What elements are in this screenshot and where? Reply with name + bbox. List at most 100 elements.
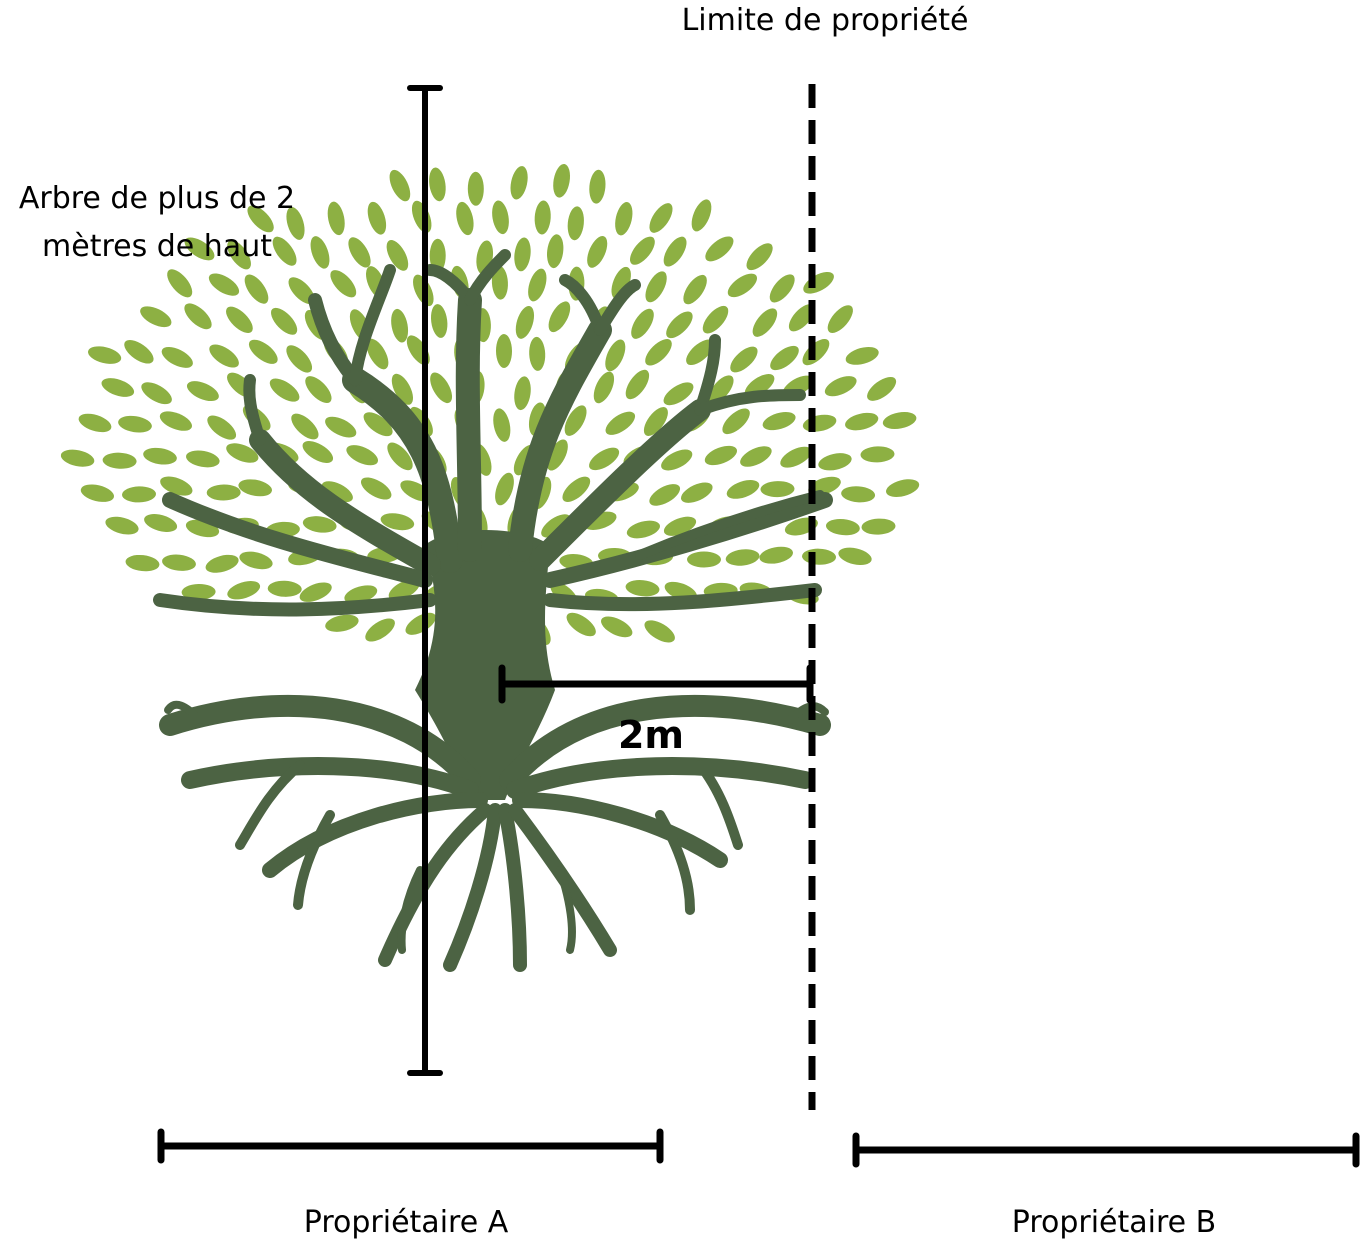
leaf-icon (160, 476, 193, 496)
leaf-icon (184, 237, 215, 261)
leaf-icon (144, 514, 178, 532)
leaf-icon (746, 243, 773, 271)
leaf-icon (299, 582, 332, 602)
leaf-icon (661, 449, 693, 471)
leaf-icon (391, 373, 414, 405)
leaf-icon (325, 614, 359, 632)
leaf-icon (546, 439, 568, 471)
leaf-icon (708, 375, 734, 404)
leaf-icon (780, 446, 812, 468)
leaf-icon (691, 199, 712, 232)
leaf-icon (514, 237, 531, 272)
leaf-icon (305, 376, 332, 404)
leaf-icon (705, 236, 734, 262)
leaf-icon (456, 201, 474, 236)
leaf-icon (740, 446, 772, 467)
leaf-icon (663, 236, 687, 267)
leaf-icon (140, 306, 172, 328)
leaf-icon (429, 238, 446, 273)
leaf-icon (860, 446, 895, 463)
leaf-icon (534, 200, 551, 235)
leaf-icon (824, 376, 857, 397)
leaf-icon (467, 171, 484, 206)
leaf-icon (752, 308, 778, 337)
leaf-icon (429, 167, 446, 202)
leaf-icon (802, 414, 837, 432)
leaf-icon (101, 378, 135, 397)
leaf-icon (825, 518, 860, 536)
tree-label-line1: Arbre de plus de 2 (19, 181, 295, 216)
leaf-icon (625, 580, 660, 597)
leaf-icon (587, 236, 608, 268)
leaf-icon (248, 339, 278, 364)
leaf-icon (363, 412, 393, 437)
leaf-icon (762, 412, 796, 431)
owner-b-bar (852, 1132, 1360, 1168)
leaf-icon (547, 234, 564, 269)
leaf-icon (87, 346, 122, 364)
leaf-icon (626, 520, 660, 539)
leaf-icon (726, 480, 760, 499)
owner-a-bar (157, 1128, 664, 1164)
leaf-icon (430, 372, 453, 404)
leaf-icon (167, 269, 193, 298)
leaf-icon (514, 376, 531, 411)
leaf-icon (125, 554, 160, 572)
leaf-icon (226, 443, 259, 463)
leaf-icon (645, 339, 672, 366)
leaf-icon (206, 484, 241, 501)
leaf-icon (625, 369, 650, 400)
leaf-icon (495, 472, 514, 506)
leaf-icon (209, 344, 239, 368)
leaf-icon (181, 583, 216, 601)
leaf-icon (528, 268, 547, 302)
leaf-icon (270, 307, 298, 335)
leaf-icon (291, 413, 319, 440)
leaf-icon (564, 405, 587, 436)
leaf-icon (788, 304, 815, 332)
leaf-icon (244, 274, 269, 304)
leaf-icon (302, 441, 334, 463)
leaf-icon (122, 486, 156, 503)
leaf-icon (411, 200, 432, 233)
leaf-icon (184, 303, 212, 330)
leaf-icon (386, 240, 409, 271)
leaf-icon (366, 338, 389, 370)
leaf-icon (760, 481, 795, 498)
leaf-icon (159, 411, 192, 431)
leaf-icon (725, 549, 760, 566)
leaf-icon (60, 449, 95, 467)
leaf-icon (186, 381, 219, 402)
leaf-icon (702, 305, 729, 334)
leaf-icon (529, 336, 546, 371)
leaf-icon (286, 206, 305, 240)
leaf-icon (365, 618, 395, 642)
leaf-icon (143, 447, 177, 465)
leaf-icon (722, 408, 750, 435)
leaf-icon (238, 479, 272, 497)
leaf-icon (325, 416, 357, 438)
leaf-icon (346, 445, 379, 466)
leaf-icon (845, 412, 879, 431)
leaf-icon (644, 620, 675, 643)
leaf-icon (567, 206, 584, 241)
leaf-icon (495, 334, 513, 368)
boundary-label: Limite de propriété (682, 3, 969, 38)
leaf-icon (205, 554, 239, 573)
leaf-icon (683, 274, 707, 305)
leaf-icon (321, 481, 353, 503)
leaf-icon (247, 205, 274, 233)
leaf-icon (267, 580, 302, 597)
leaf-icon (727, 273, 758, 298)
tree-label-line2: mètres de haut (42, 229, 272, 264)
leaf-icon (680, 482, 713, 503)
leaf-icon (808, 476, 841, 496)
leaf-icon (841, 486, 876, 503)
leaf-icon (643, 407, 668, 436)
leaf-icon (186, 450, 220, 468)
leaf-icon (663, 382, 694, 406)
leaf-icon (704, 445, 738, 466)
leaf-icon (615, 202, 633, 236)
leaf-icon (803, 271, 834, 294)
leaf-icon (288, 277, 315, 305)
